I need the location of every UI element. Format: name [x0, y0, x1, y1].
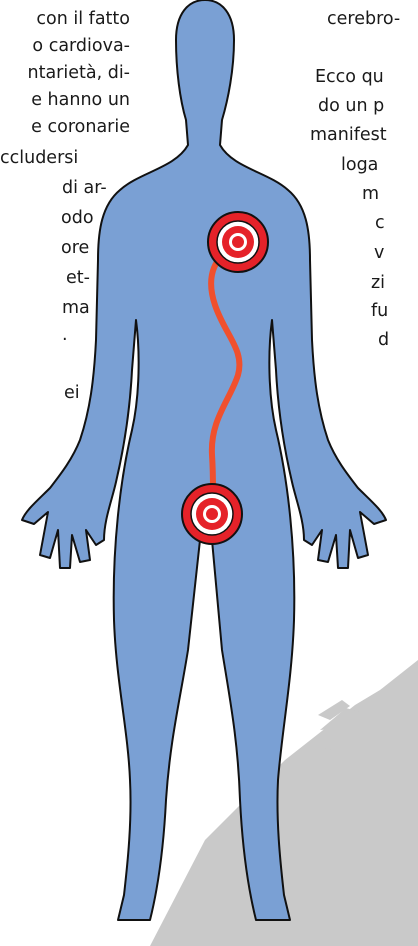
left-line: ccludersi: [0, 145, 78, 172]
left-line: e coronarie: [31, 114, 130, 141]
left-line: o cardiova-: [32, 33, 130, 60]
target-icon-chest: [208, 212, 268, 272]
left-line: et-: [66, 265, 90, 292]
right-line: fu: [371, 298, 388, 325]
left-line: con il fatto: [36, 6, 130, 33]
right-line: v: [374, 240, 384, 267]
right-line: m: [362, 181, 379, 208]
right-line: Ecco qu: [315, 64, 384, 91]
left-line: odo: [61, 205, 94, 232]
left-line: e hanno un: [31, 87, 130, 114]
right-line: d: [378, 327, 389, 354]
right-line: manifest: [310, 122, 387, 149]
right-line: zi: [371, 270, 385, 297]
left-line: di ar-: [62, 175, 107, 202]
left-line: ore: [61, 235, 89, 262]
left-line: ntarietà, di-: [28, 60, 131, 87]
right-line: do un p: [318, 93, 384, 120]
right-line: c: [375, 210, 385, 237]
left-line: ma: [62, 295, 90, 322]
left-line: ei: [64, 380, 80, 407]
right-line: loga: [341, 152, 378, 179]
right-line: cerebro-: [327, 6, 400, 33]
target-icon-groin: [182, 484, 242, 544]
left-line: .: [62, 322, 68, 349]
